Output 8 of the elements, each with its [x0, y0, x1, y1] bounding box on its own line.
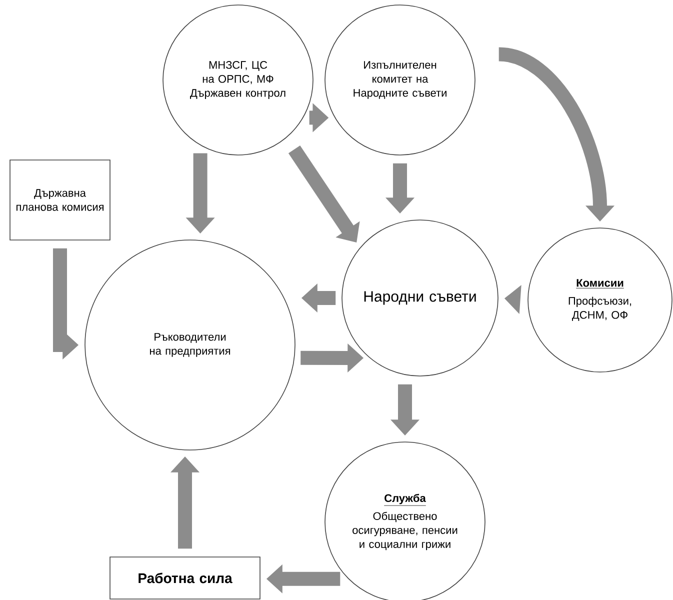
circle-node: Комисии Профсъюзи, ДСНМ, ОФ	[528, 228, 672, 372]
box-node: Работна сила	[110, 556, 260, 600]
circle-node: Народни съвети	[342, 220, 498, 376]
circle-node: Служба Обществено осигуряване, пенсии и социални грижи	[324, 442, 486, 600]
circle-node: Изпълнителен комитет на Народните съвети	[324, 4, 476, 156]
box-node: Държавна планова комисия	[10, 160, 110, 240]
circle-node: Ръководители на предприятия	[84, 240, 296, 450]
circle-node: МНЗСГ, ЦС на ОРПС, МФ Държавен контрол	[162, 4, 314, 156]
